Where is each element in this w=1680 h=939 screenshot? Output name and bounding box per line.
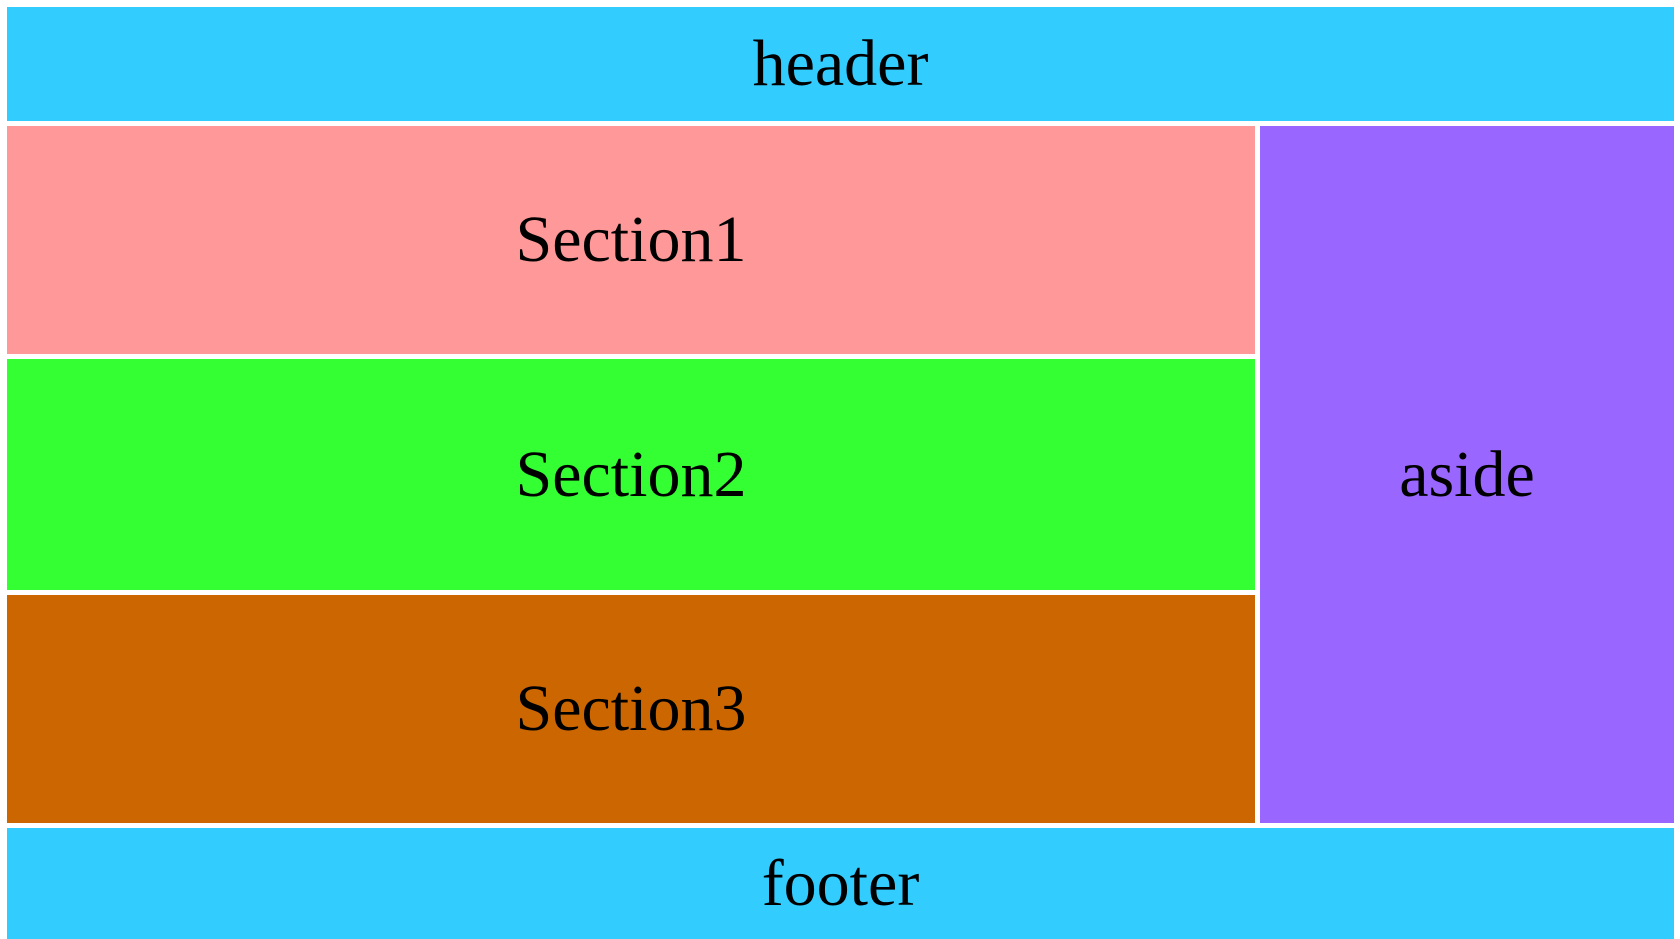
page-footer: footer (7, 828, 1674, 939)
section-3: Section3 (7, 595, 1255, 823)
section-2: Section2 (7, 359, 1255, 590)
section-3-label: Section3 (515, 672, 747, 745)
section-1: Section1 (7, 126, 1255, 354)
footer-label: footer (761, 846, 920, 920)
aside-panel: aside (1260, 126, 1674, 823)
aside-label: aside (1399, 437, 1535, 511)
section-1-label: Section1 (515, 203, 747, 276)
page-header: header (7, 7, 1674, 121)
section-2-label: Section2 (515, 437, 747, 511)
header-label: header (752, 27, 929, 100)
